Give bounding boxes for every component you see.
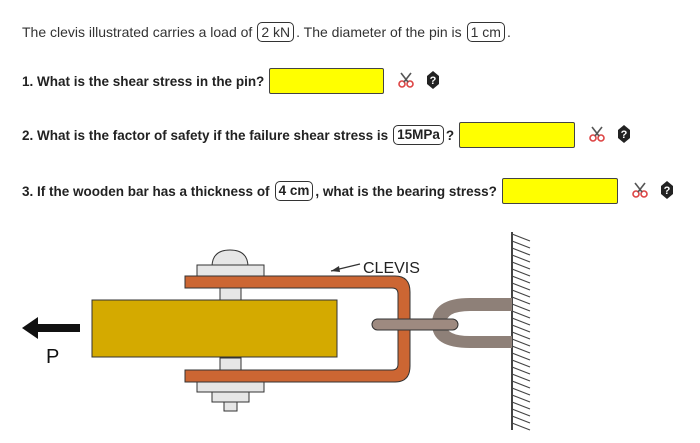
question-1-text: 1. What is the shear stress in the pin? [22, 73, 265, 89]
pin [371, 318, 459, 331]
load-value-badge: 2 kN [257, 22, 295, 42]
thickness-badge: 4 cm [274, 181, 314, 201]
svg-text:?: ? [621, 129, 628, 141]
wall-hatch-line [511, 345, 531, 354]
intro-text-2: . The diameter of the pin is [296, 24, 462, 40]
wall-hatch-line [511, 387, 531, 396]
wall-hatch-line [511, 394, 531, 403]
answer-2-input[interactable] [459, 122, 576, 148]
answer-1-input[interactable] [269, 68, 385, 94]
pin-diameter-badge: 1 cm [466, 22, 505, 42]
wall-hatch-line [511, 247, 531, 256]
question-2: 2. What is the factor of safety if the f… [22, 122, 631, 148]
wall-hatch-line [511, 261, 531, 270]
wall-hatch-line [511, 268, 531, 277]
wall-hatch-line [511, 373, 531, 382]
question-3: 3. If the wooden bar has a thickness of … [22, 178, 674, 204]
intro-text-3: . [506, 24, 511, 40]
wall-hatch-line [511, 275, 531, 284]
wall-hatch-line [511, 254, 531, 263]
wall-hatch-line [511, 380, 531, 389]
question-3-text-1: 3. If the wooden bar has a thickness of [22, 183, 270, 199]
wall-hatch-line [511, 331, 531, 340]
wall-hatch-line [511, 338, 531, 347]
scissors-icon[interactable] [587, 124, 607, 147]
wall-hatch-line [511, 324, 531, 333]
wall-hatch-line [511, 240, 531, 249]
scissors-icon[interactable] [396, 70, 416, 93]
clevis-diagram: CLEVIS P [22, 232, 531, 431]
failure-stress-badge: 15MPa [393, 125, 444, 145]
wall [511, 232, 531, 431]
load-arrow: P [22, 317, 80, 368]
wall-hatch-line [511, 233, 531, 242]
question-2-mark: ? [445, 127, 455, 143]
clevis [184, 275, 411, 383]
bolt [196, 249, 265, 412]
wooden-bar [91, 299, 338, 358]
wall-hatch-line [511, 282, 531, 291]
load-label: P [46, 346, 59, 368]
wall-hatch-line [511, 296, 531, 305]
question-2-text: 2. What is the factor of safety if the f… [22, 127, 389, 143]
scissors-icon[interactable] [630, 180, 650, 203]
question-1: 1. What is the shear stress in the pin? … [22, 68, 440, 94]
intro-text-1: The clevis illustrated carries a load of [22, 24, 253, 40]
wall-hatch-line [511, 303, 531, 312]
svg-text:?: ? [430, 75, 437, 87]
hint-icon[interactable]: ? [617, 124, 631, 147]
wall-hatch-line [511, 401, 531, 410]
answer-3-input[interactable] [501, 178, 618, 204]
wall-hatch-line [511, 359, 531, 368]
eye-bolt [432, 298, 512, 348]
clevis-label-group: CLEVIS [330, 260, 420, 277]
wall-hatch-line [511, 415, 531, 424]
wall-hatch-line [511, 310, 531, 319]
wall-hatch-line [511, 352, 531, 361]
svg-text:?: ? [664, 185, 671, 197]
wall-hatch-line [511, 422, 531, 431]
problem-statement: The clevis illustrated carries a load of… [22, 22, 511, 42]
wall-hatch-line [511, 289, 531, 298]
hint-icon[interactable]: ? [660, 180, 674, 203]
wall-hatch-line [511, 408, 531, 417]
clevis-label: CLEVIS [363, 260, 420, 277]
hint-icon[interactable]: ? [426, 70, 440, 93]
wall-hatch-line [511, 317, 531, 326]
question-3-text-2: , what is the bearing stress? [315, 183, 497, 199]
wall-hatch-line [511, 366, 531, 375]
